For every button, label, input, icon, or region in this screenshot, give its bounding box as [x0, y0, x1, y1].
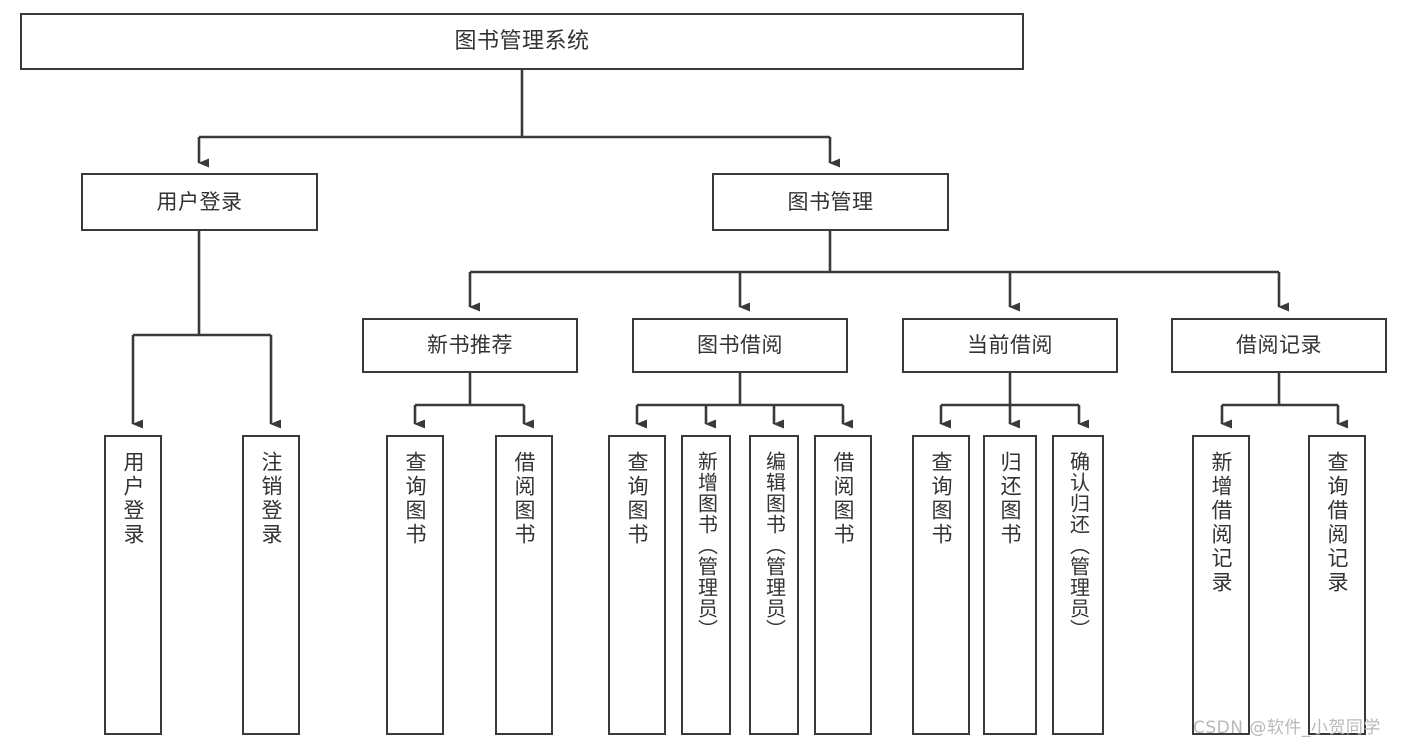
node-new-book-recommend[interactable]: 新书推荐 [362, 318, 578, 373]
leaf-user-login[interactable]: 用户登录 [104, 435, 162, 735]
leaf-query-book-borrow[interactable]: 查询图书 [608, 435, 666, 735]
node-book-management-system[interactable]: 图书管理系统 [20, 13, 1024, 70]
node-current-borrow[interactable]: 当前借阅 [902, 318, 1118, 373]
node-label: 借阅图书 [512, 451, 537, 547]
node-label: 图书管理系统 [454, 28, 590, 54]
node-label: 当前借阅 [967, 333, 1053, 358]
node-label: 新增借阅记录 [1209, 451, 1234, 595]
node-label: 用户登录 [156, 189, 243, 214]
node-label: 新增图书（管理员） [694, 451, 719, 640]
leaf-query-book-current[interactable]: 查询图书 [912, 435, 970, 735]
leaf-add-borrow-record[interactable]: 新增借阅记录 [1192, 435, 1250, 735]
node-label: 注销登录 [259, 451, 284, 547]
leaf-confirm-return-admin[interactable]: 确认归还（管理员） [1052, 435, 1104, 735]
leaf-logout-login[interactable]: 注销登录 [242, 435, 300, 735]
node-label: 查询借阅记录 [1325, 451, 1350, 595]
leaf-borrow-book-borrow[interactable]: 借阅图书 [814, 435, 872, 735]
node-label: 借阅图书 [831, 451, 856, 547]
node-label: 查询图书 [929, 451, 954, 547]
node-user-login[interactable]: 用户登录 [81, 173, 318, 231]
leaf-query-book-recommend[interactable]: 查询图书 [386, 435, 444, 735]
csdn-watermark: CSDN @软件_小贺同学 [1193, 718, 1381, 738]
node-label: 编辑图书（管理员） [762, 451, 787, 640]
leaf-query-borrow-record[interactable]: 查询借阅记录 [1308, 435, 1366, 735]
node-label: 确认归还（管理员） [1066, 451, 1091, 640]
node-book-borrow[interactable]: 图书借阅 [632, 318, 848, 373]
node-label: 归还图书 [998, 451, 1023, 547]
node-label: 图书管理 [787, 189, 874, 214]
node-label: 查询图书 [625, 451, 650, 547]
node-borrow-record[interactable]: 借阅记录 [1171, 318, 1387, 373]
node-label: 图书借阅 [697, 333, 783, 358]
leaf-borrow-book-recommend[interactable]: 借阅图书 [495, 435, 553, 735]
leaf-edit-book-admin[interactable]: 编辑图书（管理员） [749, 435, 799, 735]
node-label: 用户登录 [121, 451, 146, 547]
node-label: 查询图书 [403, 451, 428, 547]
node-label: 新书推荐 [427, 333, 513, 358]
leaf-return-book[interactable]: 归还图书 [983, 435, 1037, 735]
node-label: 借阅记录 [1236, 333, 1322, 358]
node-book-management[interactable]: 图书管理 [712, 173, 949, 231]
leaf-add-book-admin[interactable]: 新增图书（管理员） [681, 435, 731, 735]
